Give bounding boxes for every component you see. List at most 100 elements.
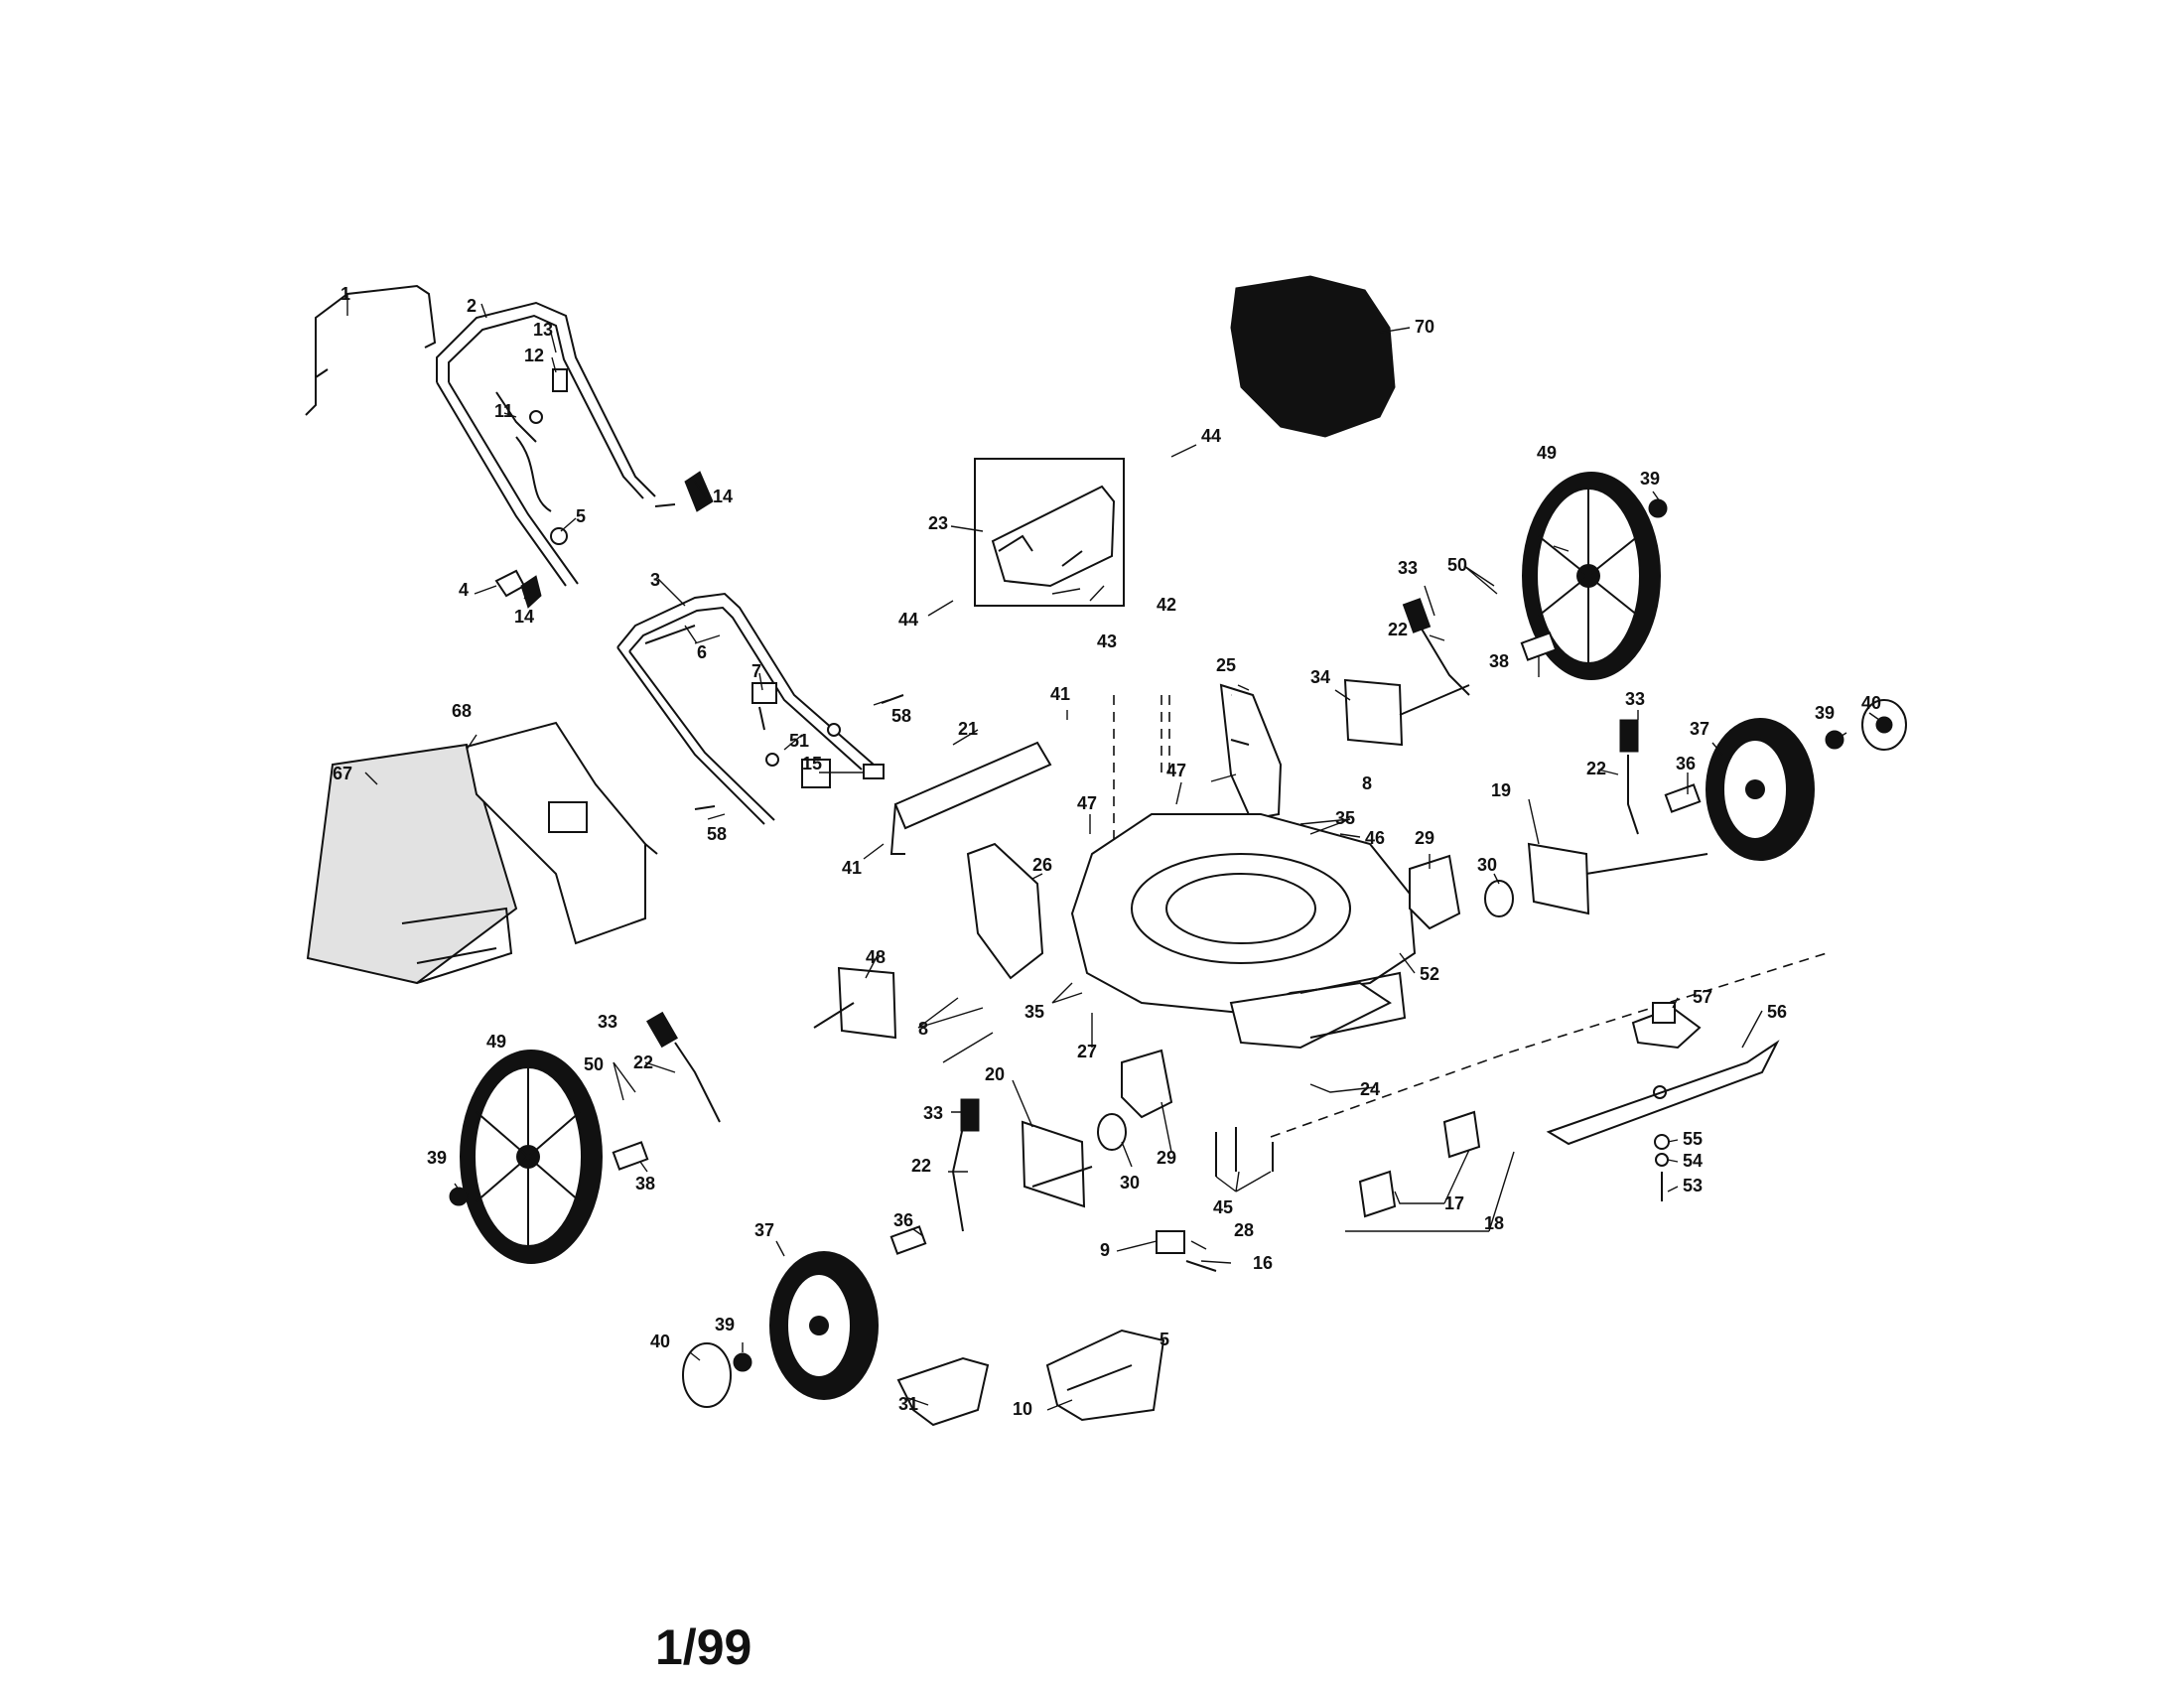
blade (1546, 1040, 1780, 1146)
callout-45: 45 (1213, 1197, 1233, 1217)
callout-50b: 50 (584, 1054, 604, 1074)
callout-40a: 40 (1861, 693, 1881, 713)
left-height-adjuster (966, 842, 1044, 980)
bracket-17-b (1358, 1170, 1397, 1218)
blade-bolt-stack (1654, 1134, 1670, 1201)
callout-40b: 40 (650, 1332, 670, 1351)
callout-22c: 22 (633, 1052, 653, 1072)
axle-bolt-38-left (612, 1141, 649, 1171)
callout-7: 7 (751, 661, 761, 681)
callout-68: 68 (452, 701, 472, 721)
axle-bolt-36-right (1664, 783, 1702, 813)
grass-bag (306, 743, 518, 985)
callout-44a: 44 (1201, 426, 1221, 446)
right-rear-wheel (1522, 472, 1661, 680)
callout-38a: 38 (1489, 651, 1509, 671)
rear-deflector (889, 741, 1052, 855)
callout-22a: 22 (1388, 620, 1408, 639)
callout-39a: 39 (1640, 469, 1660, 489)
callout-48: 48 (866, 947, 886, 967)
callout-44b: 44 (898, 610, 918, 630)
bolts-45 (1215, 1127, 1274, 1177)
callout-51: 51 (789, 731, 809, 751)
callout-3: 3 (650, 570, 660, 590)
callout-8b: 8 (918, 1019, 928, 1039)
date-code: 1/99 (655, 1619, 752, 1675)
callout-5b: 5 (1160, 1330, 1169, 1349)
callout-33b: 33 (1625, 689, 1645, 709)
callout-31: 31 (898, 1394, 918, 1414)
callout-49a: 49 (1537, 443, 1557, 463)
right-hubcap (1861, 699, 1907, 751)
callout-2: 2 (467, 296, 477, 316)
callout-55: 55 (1683, 1129, 1703, 1149)
bag-frame (465, 721, 658, 945)
callout-37a: 37 (1690, 719, 1709, 739)
upper-handle-wire (305, 284, 437, 416)
callout-39b: 39 (1815, 703, 1835, 723)
callout-34: 34 (1310, 667, 1330, 687)
left-front-wheel (769, 1251, 879, 1400)
callout-47b: 47 (1077, 793, 1097, 813)
callout-15: 15 (802, 754, 822, 773)
nut-39-c (449, 1187, 469, 1206)
callout-9: 9 (1100, 1240, 1110, 1260)
callout-57: 57 (1693, 987, 1712, 1007)
callout-29a: 29 (1415, 828, 1434, 848)
callout-10: 10 (1013, 1399, 1032, 1419)
callout-47a: 47 (1166, 761, 1186, 780)
rear-height-adjuster (1219, 683, 1283, 821)
callout-41b: 41 (842, 858, 862, 878)
handle-hardware (494, 368, 904, 810)
left-hubcap (682, 1342, 732, 1408)
left-rear-bracket (813, 966, 897, 1040)
callout-33a: 33 (1398, 558, 1418, 578)
callout-labels: 1 2 3 4 5 5 6 7 8 8 9 10 11 12 13 14 14 … (333, 284, 1881, 1419)
callout-28: 28 (1234, 1220, 1254, 1240)
callout-14b: 14 (514, 607, 534, 627)
callout-6: 6 (697, 642, 707, 662)
callout-25: 25 (1216, 655, 1236, 675)
leader-lines (346, 293, 1880, 1411)
callout-1: 1 (341, 284, 350, 304)
callout-54: 54 (1683, 1151, 1703, 1171)
callout-14a: 14 (713, 487, 733, 506)
callout-42: 42 (1157, 595, 1176, 615)
mower-deck (1070, 813, 1417, 1050)
callout-49b: 49 (486, 1032, 506, 1052)
callout-39d: 39 (715, 1315, 735, 1334)
callout-70: 70 (1415, 317, 1434, 337)
callout-36a: 36 (1676, 754, 1696, 773)
callout-35b: 35 (1024, 1002, 1044, 1022)
callout-26: 26 (1032, 855, 1052, 875)
callout-4: 4 (459, 580, 469, 600)
right-baffle (1409, 854, 1461, 930)
callout-56: 56 (1767, 1002, 1787, 1022)
callout-30b: 30 (1120, 1173, 1140, 1193)
callout-67: 67 (333, 764, 352, 783)
callout-27: 27 (1077, 1042, 1097, 1061)
engine (1230, 275, 1396, 438)
bracket-9 (1156, 1230, 1185, 1254)
upper-handle (436, 301, 676, 587)
left-baffle (1121, 1049, 1173, 1119)
discharge-chute (896, 1356, 990, 1427)
callout-19: 19 (1491, 780, 1511, 800)
callout-12: 12 (524, 346, 544, 365)
left-spacer (1097, 1113, 1127, 1151)
alignment-lines (1113, 695, 1828, 1138)
callout-46: 46 (1365, 828, 1385, 848)
right-front-bracket (1527, 842, 1708, 915)
mulch-plug-box (974, 458, 1125, 607)
callout-58a: 58 (891, 706, 911, 726)
callout-18: 18 (1484, 1213, 1504, 1233)
callout-36b: 36 (893, 1210, 913, 1230)
callout-50a: 50 (1447, 555, 1467, 575)
left-rear-wheel (460, 1050, 603, 1264)
bracket-17-a (1442, 1110, 1481, 1159)
callout-29b: 29 (1157, 1148, 1176, 1168)
axle-bolt-38-right (1520, 632, 1558, 661)
callout-53: 53 (1683, 1176, 1703, 1195)
